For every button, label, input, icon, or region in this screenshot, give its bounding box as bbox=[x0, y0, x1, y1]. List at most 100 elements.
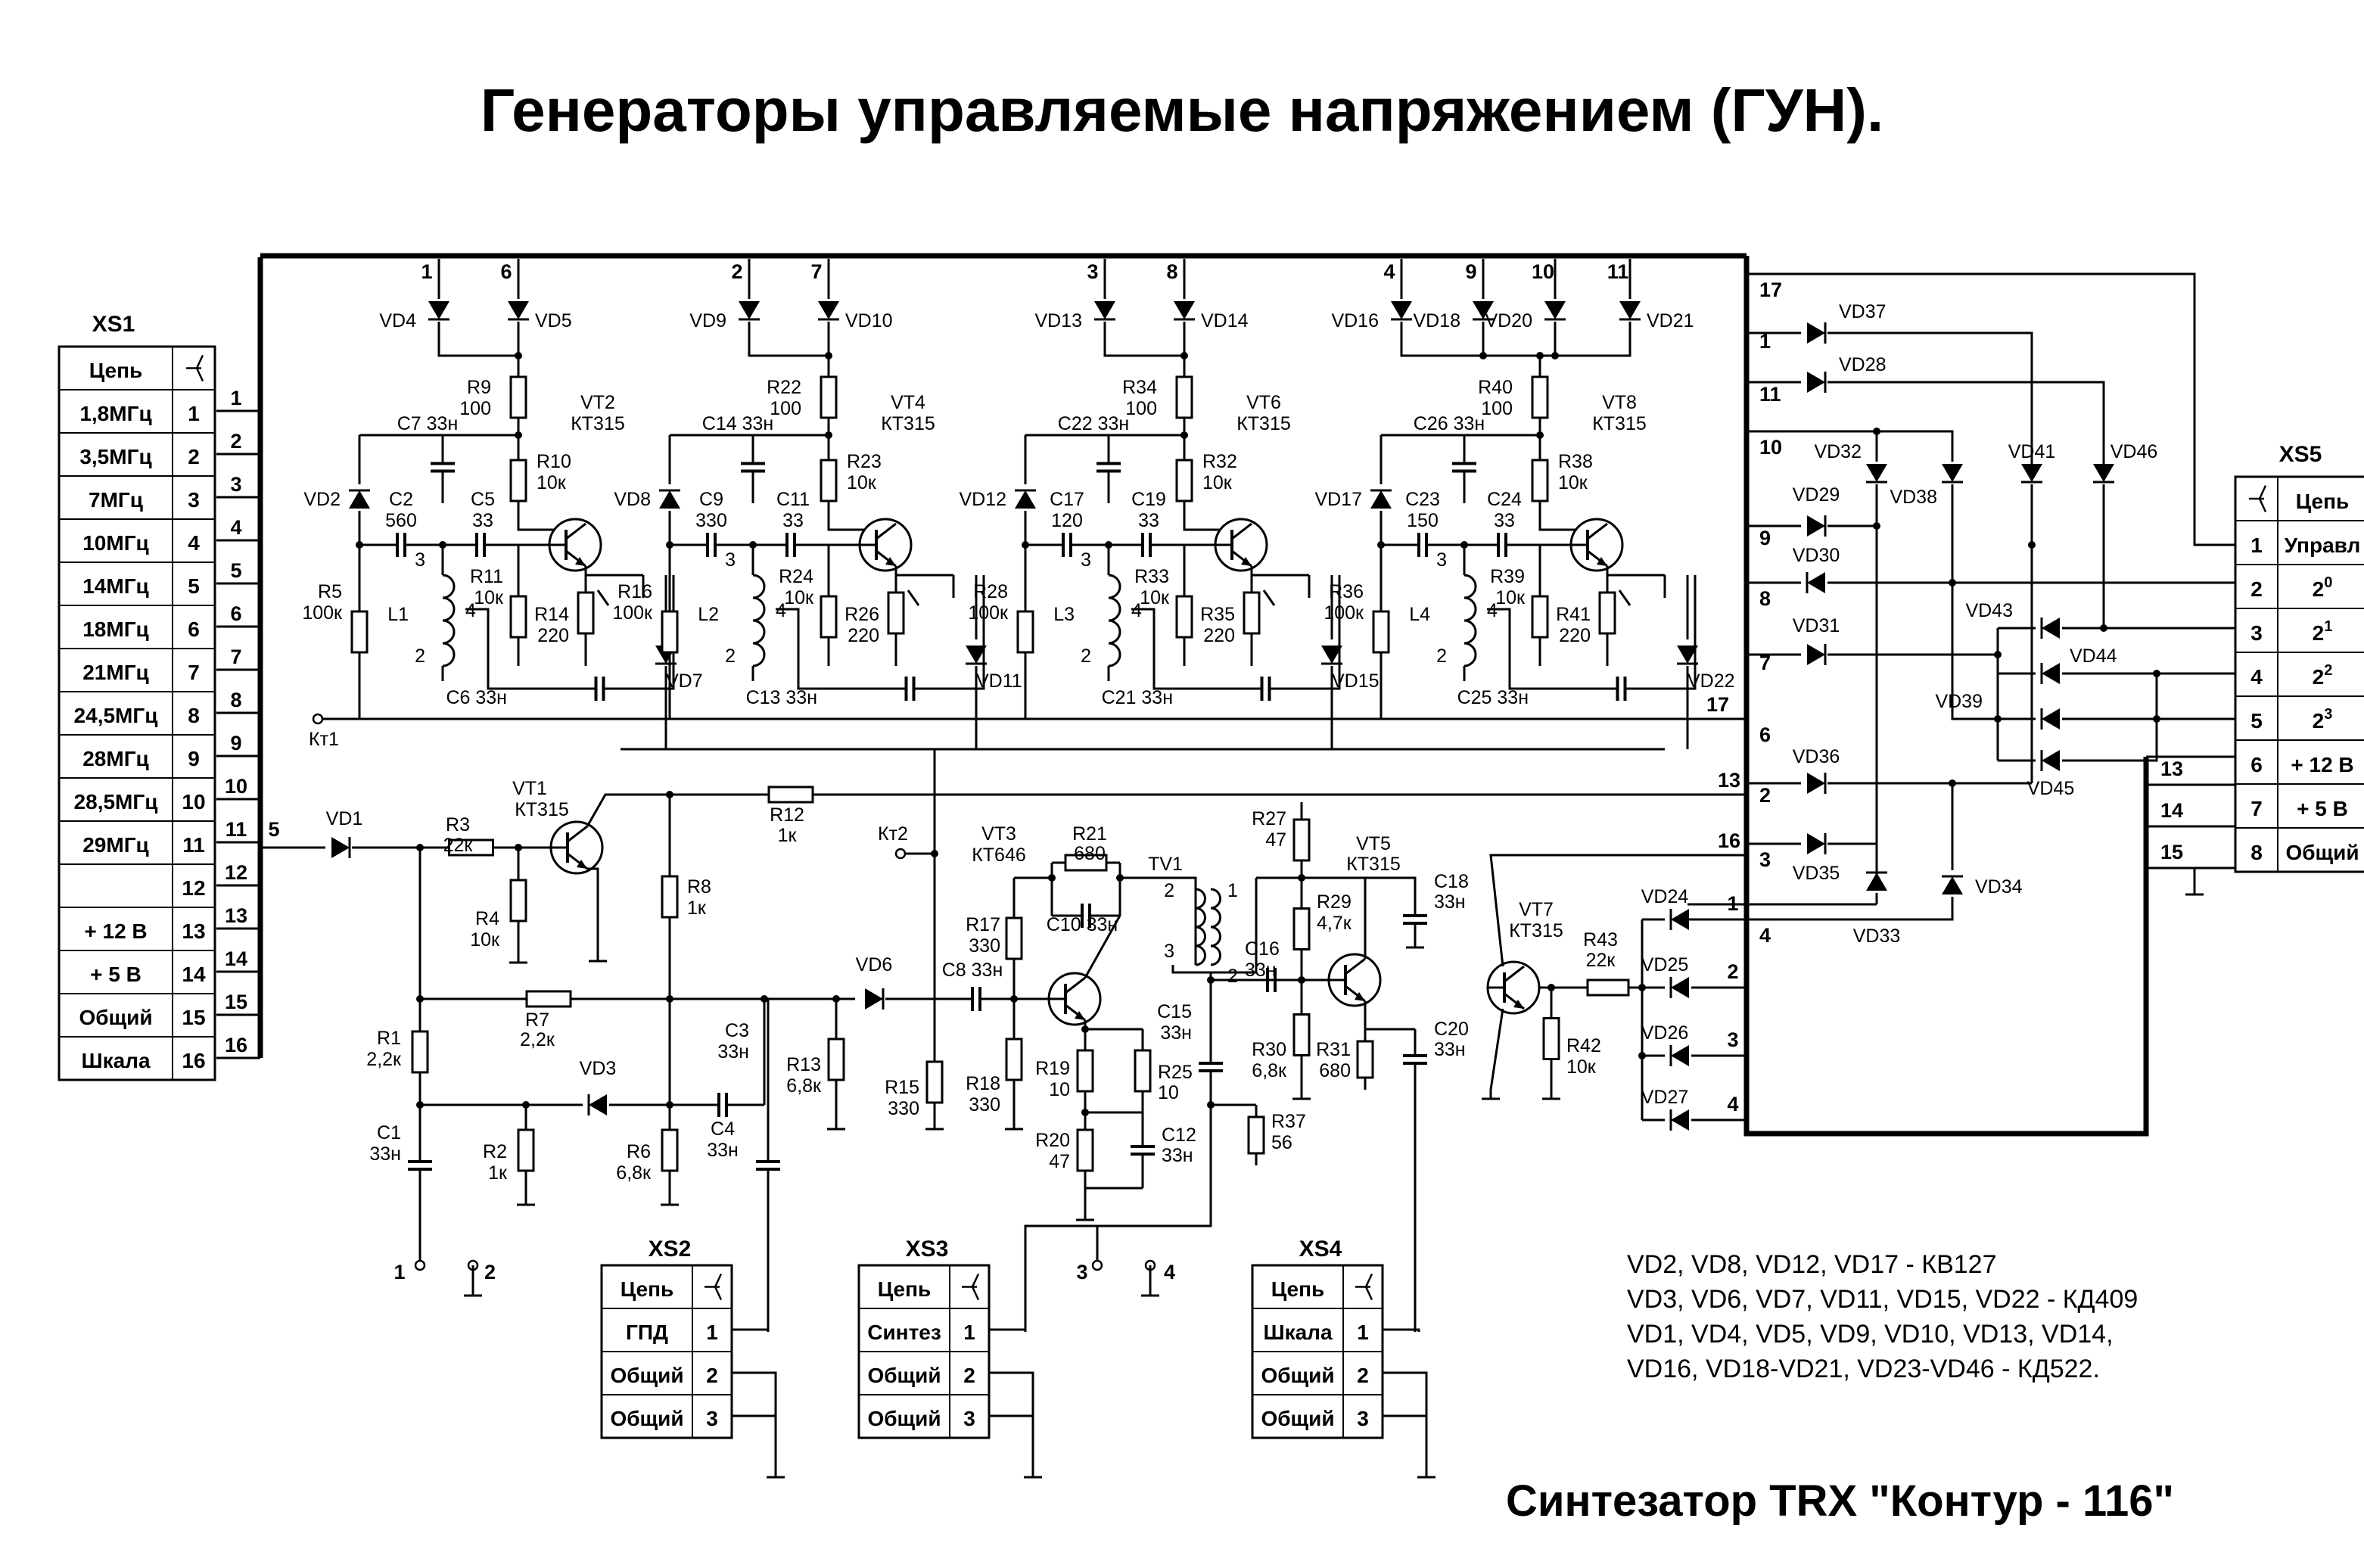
diode-label: VD36 bbox=[1793, 746, 1840, 767]
diode-vd33 bbox=[1866, 873, 1887, 891]
connector-wire bbox=[989, 1328, 1027, 1332]
diode-label: VD25 bbox=[1641, 954, 1689, 975]
resistor-label: R36 bbox=[1329, 581, 1364, 602]
xs1-wire-number: 8 bbox=[230, 689, 241, 711]
capacitor-value: 33 bbox=[1138, 510, 1159, 531]
resistor-value: 10к bbox=[1495, 587, 1526, 608]
resistor-label: R5 bbox=[318, 581, 342, 602]
resistor-value: 680 bbox=[1319, 1060, 1351, 1081]
junction-dot bbox=[1994, 651, 2002, 658]
switch-point: 3 bbox=[1076, 1261, 1087, 1283]
resistor-label: R9 bbox=[467, 377, 491, 398]
xs1-wire-number: 4 bbox=[230, 516, 241, 539]
switch-point: 1 bbox=[393, 1261, 405, 1283]
coil-pin: 4 bbox=[1487, 600, 1498, 621]
diode-label: VD3 bbox=[580, 1058, 617, 1079]
resistor-value: 56 bbox=[1271, 1132, 1292, 1153]
tank-coil bbox=[752, 574, 766, 667]
xs1-wire-number: 9 bbox=[230, 732, 241, 754]
right-pin-number: 2 bbox=[1759, 784, 1771, 807]
xs1-row-label: Общий bbox=[79, 1006, 152, 1029]
xs1-row-pin: 14 bbox=[182, 963, 206, 986]
transformer-label: TV1 bbox=[1148, 854, 1183, 875]
wire bbox=[437, 322, 518, 357]
xs5-row-label: 20 bbox=[2313, 574, 2333, 601]
xs1-row-label: 10МГц bbox=[82, 531, 149, 555]
diode-notes: VD2, VD8, VD12, VD17 - КВ127 VD3, VD6, V… bbox=[1627, 1247, 2138, 1386]
resistor-r18 bbox=[1005, 1038, 1023, 1081]
wire bbox=[1747, 272, 2235, 546]
xs3-name: XS3 bbox=[906, 1237, 949, 1262]
wire bbox=[1827, 381, 2105, 469]
resistor-label: R3 bbox=[446, 814, 470, 835]
resistor-label: R26 bbox=[845, 604, 879, 625]
varicap-label: VD17 bbox=[1314, 489, 1362, 510]
junction-dot bbox=[1479, 352, 1487, 359]
diode-label: VD9 bbox=[689, 310, 726, 331]
diode-vd30 bbox=[1807, 572, 1825, 593]
diode-vd37 bbox=[1807, 322, 1825, 344]
wire bbox=[1827, 331, 2033, 469]
resistor-value: 10к bbox=[847, 472, 877, 493]
resistor-label: R24 bbox=[779, 566, 813, 587]
capacitor-label: C18 bbox=[1434, 871, 1469, 892]
xs5-row-label: + 5 В bbox=[2297, 797, 2348, 820]
wire bbox=[1302, 876, 1417, 901]
wire bbox=[1120, 876, 1197, 965]
resistor-value: 1к bbox=[778, 825, 798, 846]
right-pin-number: 3 bbox=[1759, 848, 1771, 871]
xs1-row-pin: 12 bbox=[182, 876, 205, 900]
diode-vd39 bbox=[2042, 708, 2060, 730]
xs3-row-pin: 3 bbox=[963, 1407, 975, 1430]
transistor-type: КТ315 bbox=[1509, 920, 1563, 941]
switch-diode bbox=[1544, 301, 1566, 319]
xs4-name: XS4 bbox=[1299, 1237, 1342, 1262]
xs1-row-pin: 7 bbox=[188, 661, 200, 684]
top-pin-number: 4 bbox=[1383, 260, 1395, 283]
resistor-r19 bbox=[1076, 1049, 1094, 1093]
resistor-collector bbox=[1531, 459, 1549, 502]
transistor-label: VT4 bbox=[891, 392, 925, 413]
emitter-resistor bbox=[509, 595, 527, 639]
contact-icon bbox=[714, 1286, 723, 1301]
diode-label: VD33 bbox=[1853, 926, 1901, 947]
diode-vd38 bbox=[1942, 464, 1963, 482]
resistor-value: 330 bbox=[888, 1098, 919, 1119]
xs1-row-pin: 13 bbox=[182, 919, 205, 943]
capacitor-value: 33н bbox=[1245, 960, 1277, 981]
xs5-row-pin: 6 bbox=[2250, 753, 2263, 776]
xs1-row-label: 7МГц bbox=[89, 488, 143, 512]
xs5-side-pin: 14 bbox=[2160, 799, 2183, 822]
capacitor-label: C2 bbox=[389, 489, 413, 510]
diode-vd29 bbox=[1807, 515, 1825, 537]
varicap bbox=[349, 490, 370, 509]
diode-label: VD5 bbox=[535, 310, 572, 331]
diode-label: VD38 bbox=[1890, 487, 1937, 508]
resistor-value: 1к bbox=[687, 898, 707, 919]
resistor-label: R30 bbox=[1252, 1039, 1286, 1060]
diode-label: VD30 bbox=[1793, 545, 1840, 566]
diode-vd41 bbox=[2021, 464, 2042, 482]
wire bbox=[2062, 674, 2158, 762]
resistor-value: 6,8к bbox=[1252, 1060, 1287, 1081]
xs1-wire-number: 10 bbox=[225, 775, 247, 798]
diode-label: VD18 bbox=[1413, 310, 1460, 331]
transistor-label: VT3 bbox=[981, 823, 1016, 845]
junction-dot bbox=[1638, 1052, 1646, 1059]
wire bbox=[1951, 594, 1998, 720]
resistor-r6 bbox=[661, 1128, 679, 1172]
capacitor-label: C22 33н bbox=[1058, 413, 1129, 434]
switch-diode bbox=[1391, 301, 1412, 319]
xs5-table bbox=[2234, 475, 2364, 873]
transformer-secondary bbox=[1210, 888, 1221, 966]
wire bbox=[1250, 566, 1309, 577]
xs1-row-pin: 9 bbox=[188, 747, 200, 770]
resistor-value: 10к bbox=[1558, 472, 1588, 493]
switch-diode bbox=[508, 301, 529, 319]
page-title: Генераторы управляемые напряжением (ГУН)… bbox=[480, 76, 1884, 144]
diode-label: VD41 bbox=[2008, 441, 2056, 462]
transistor-type: КТ315 bbox=[571, 413, 625, 434]
xs1-row-label: 28,5МГц bbox=[74, 790, 158, 814]
resistor-label: R8 bbox=[687, 876, 711, 898]
xs5-row-pin: 4 bbox=[2250, 665, 2263, 689]
